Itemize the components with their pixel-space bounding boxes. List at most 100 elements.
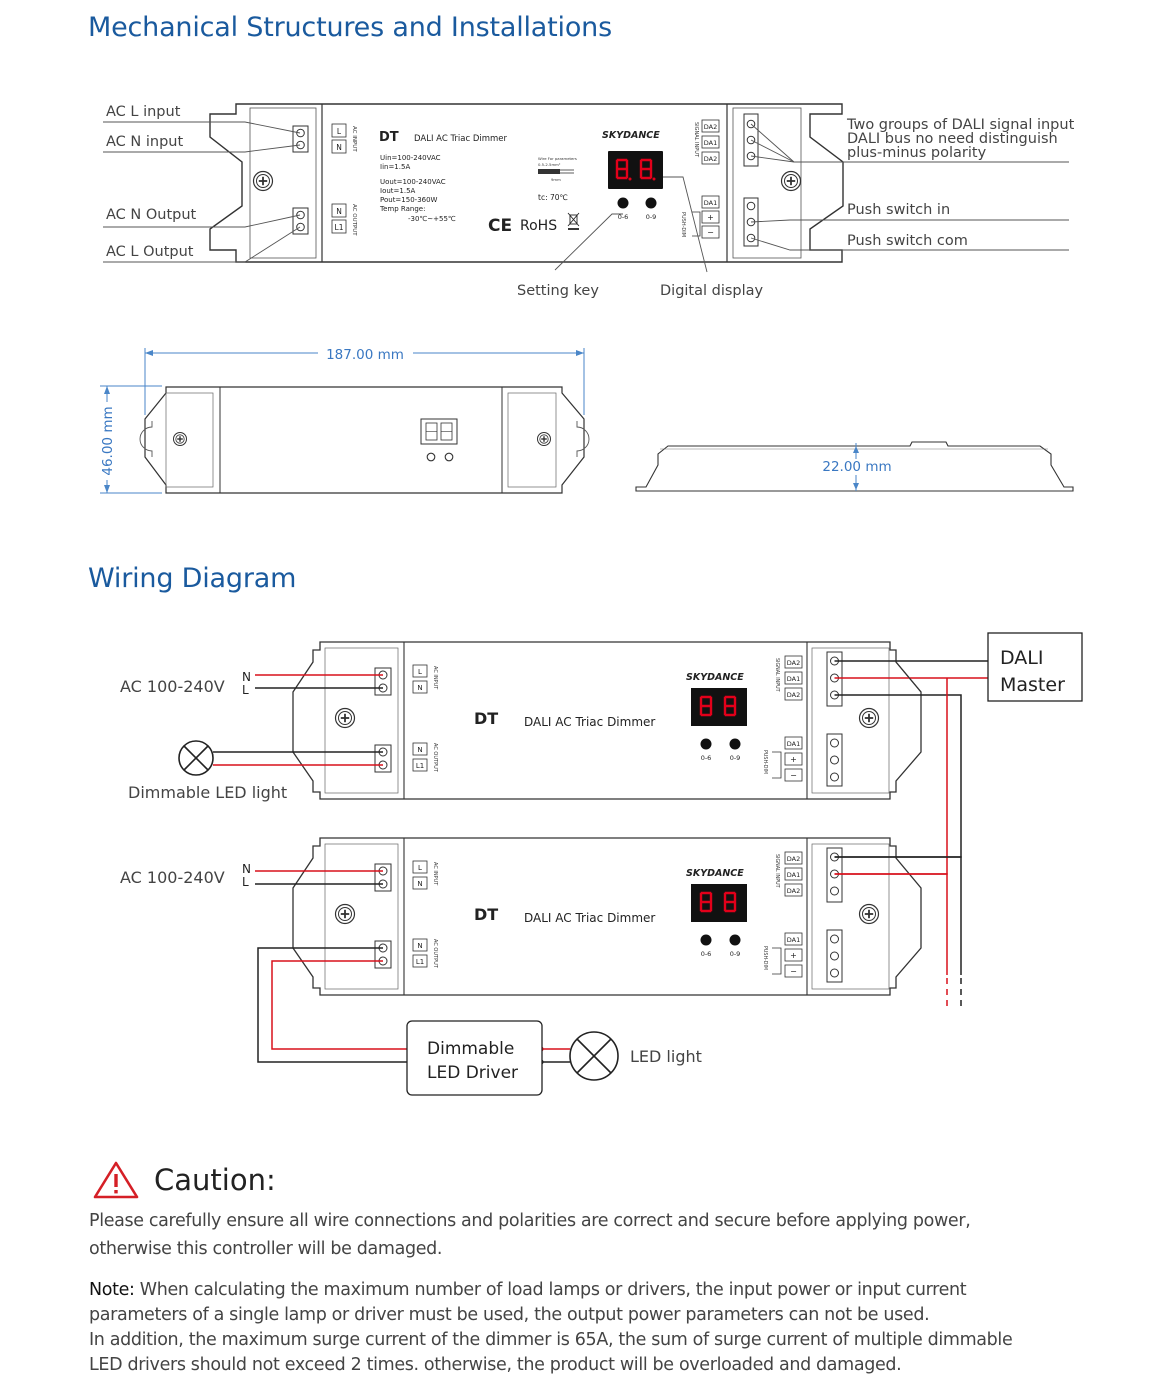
- signal-input-label: SIGNAL INPUT: [693, 122, 699, 158]
- driver-line1: Dimmable: [427, 1039, 514, 1059]
- wire-strip-icon: [538, 169, 574, 174]
- key-0-6-label: 0-6: [618, 213, 629, 221]
- w1-model: DT: [474, 709, 498, 728]
- w2-key-0-9[interactable]: [729, 934, 741, 946]
- push-dim-label: PUSH-DIM: [680, 212, 686, 237]
- term-out-n: N: [336, 207, 342, 216]
- digital-display: [608, 151, 663, 189]
- w1-da1: DA1: [787, 675, 800, 683]
- spec-iout: Iout=1.5A: [380, 187, 416, 195]
- ac-label-1: AC 100-240V: [120, 677, 225, 696]
- callout-push-switch-com: Push switch com: [847, 233, 968, 249]
- led-light-icon-2: [569, 1031, 619, 1081]
- dimmable-led-light-label: Dimmable LED light: [128, 783, 287, 802]
- label-push-da1: DA1: [704, 199, 717, 207]
- tc-label: tc: 70℃: [538, 193, 568, 202]
- caution-line-2: otherwise this controller will be damage…: [89, 1239, 443, 1259]
- weee-icon: [567, 212, 580, 230]
- w1-key-0-9[interactable]: [729, 738, 741, 750]
- w1-product-name: DALI AC Triac Dimmer: [524, 715, 655, 729]
- side-label-in: AC INPUT: [351, 126, 357, 152]
- note-label: Note:: [89, 1280, 135, 1300]
- w1-side-in: AC INPUT: [432, 666, 438, 690]
- w2-plus: +: [790, 951, 797, 960]
- label-da1: DA1: [704, 139, 717, 147]
- dimension-length: 187.00 mm: [326, 347, 404, 363]
- mount-screw-right: [780, 170, 802, 192]
- led-driver-box: [406, 1020, 543, 1096]
- dali-master-box: [987, 632, 1083, 702]
- w1-push-da1: DA1: [787, 740, 800, 748]
- w1-term-n: N: [417, 684, 422, 692]
- ac1-n: N: [242, 670, 251, 684]
- w2-push-da1: DA1: [787, 936, 800, 944]
- ac2-l: L: [242, 875, 249, 889]
- callout-ac-l-input: AC L input: [106, 104, 181, 120]
- spec-temp: -30℃~+55℃: [408, 215, 456, 223]
- spec-iin: Iin=1.5A: [380, 163, 410, 171]
- note-line-1: Note: When calculating the maximum numbe…: [89, 1278, 1149, 1303]
- spec-temp-label: Temp Range:: [379, 205, 425, 213]
- w1-term-l: L: [418, 668, 422, 676]
- w1-push-dim: PUSH-DIM: [762, 750, 768, 774]
- device-top-view: L N N L1 AC INPUT AC OUTPUT DT DALI AC T…: [209, 103, 844, 263]
- rohs-mark: RoHS: [520, 218, 557, 234]
- key-0-6[interactable]: [617, 197, 629, 209]
- height-dimension: [853, 443, 859, 491]
- caution-header: Caution:: [92, 1158, 276, 1202]
- callout-dali-note-2: DALI bus no need distinguish: [847, 131, 1058, 147]
- w2-minus: −: [790, 967, 797, 976]
- wiring-section-title: Wiring Diagram: [88, 563, 297, 594]
- device-dimension-view: [139, 386, 590, 494]
- spec-pout: Pout=150-360W: [380, 196, 438, 204]
- wiring-device-2: L N N L1 AC INPUT AC OUTPUT DT DALI AC T…: [292, 837, 922, 996]
- wiring-lines: [213, 660, 988, 1063]
- w2-da2b: DA2: [787, 887, 800, 895]
- ac-label-2: AC 100-240V: [120, 868, 225, 887]
- callout-digital-display: Digital display: [660, 283, 764, 299]
- dali-master-line2: Master: [1000, 674, 1065, 696]
- w2-term-n: N: [417, 880, 422, 888]
- dali-master-line1: DALI: [1000, 647, 1043, 669]
- callout-dali-note-3: plus-minus polarity: [847, 145, 987, 161]
- w1-brand: SKYDANCE: [686, 672, 744, 683]
- led-light-label: LED light: [630, 1047, 702, 1066]
- diagram-canvas: L N N L1 AC INPUT AC OUTPUT DT DALI AC T…: [100, 103, 1083, 1096]
- callout-lines: [103, 121, 1069, 273]
- term-in-n: N: [336, 143, 342, 152]
- w2-term-l: L: [418, 864, 422, 872]
- w2-da1: DA1: [787, 871, 800, 879]
- note-text-1: When calculating the maximum number of l…: [134, 1280, 967, 1300]
- w1-da2: DA2: [787, 659, 800, 667]
- dimension-width: 46.00 mm: [100, 406, 116, 475]
- caution-title: Caution:: [154, 1163, 276, 1197]
- w1-da2b: DA2: [787, 691, 800, 699]
- w2-push-dim: PUSH-DIM: [762, 946, 768, 970]
- callout-dali-note-1: Two groups of DALI signal input: [846, 117, 1075, 133]
- w2-key-l-label: 0-6: [701, 950, 712, 958]
- term-out-l1: L1: [335, 223, 344, 232]
- wiring-device-1: L N N L1 AC INPUT AC OUTPUT DT DALI AC T…: [292, 641, 922, 800]
- note-line-4: LED drivers should not exceed 2 times. o…: [89, 1355, 902, 1375]
- warning-triangle-icon: [93, 1161, 139, 1199]
- mechanical-section-title: Mechanical Structures and Installations: [88, 12, 612, 43]
- callout-ac-n-output: AC N Output: [106, 207, 197, 223]
- w2-key-0-6[interactable]: [700, 934, 712, 946]
- w2-side-in: AC INPUT: [432, 862, 438, 886]
- ce-mark: CE: [488, 216, 512, 236]
- w1-signal-input: SIGNAL INPUT: [774, 658, 780, 692]
- ac1-l: L: [242, 683, 249, 697]
- callout-push-switch-in: Push switch in: [847, 202, 950, 218]
- w1-key-0-6[interactable]: [700, 738, 712, 750]
- key-0-9[interactable]: [645, 197, 657, 209]
- note-line-2: parameters of a single lamp or driver mu…: [89, 1305, 930, 1325]
- w1-term-out-l1: L1: [416, 762, 424, 770]
- callout-setting-key: Setting key: [517, 283, 599, 299]
- caution-line-1: Please carefully ensure all wire connect…: [89, 1211, 971, 1231]
- device-side-view: [635, 441, 1074, 492]
- w2-brand: SKYDANCE: [686, 868, 744, 879]
- callout-ac-l-output: AC L Output: [106, 244, 194, 260]
- w2-da2: DA2: [787, 855, 800, 863]
- key-0-9-label: 0-9: [646, 213, 657, 221]
- label-da2: DA2: [704, 123, 717, 131]
